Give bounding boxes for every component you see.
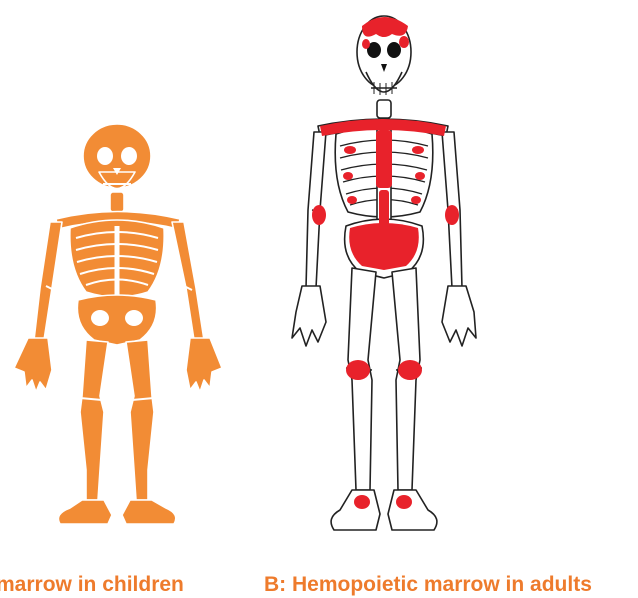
child-hand-left (14, 338, 52, 392)
child-arm-right (172, 222, 204, 340)
marrow-sternum (376, 130, 392, 188)
child-skeleton (14, 124, 222, 524)
marrow-ankle-right (396, 495, 412, 509)
marrow-ankle-left (354, 495, 370, 509)
adult-jaw (366, 72, 402, 92)
marrow-humerus-right (445, 205, 459, 225)
adult-hand-right (442, 286, 476, 346)
caption-children: marrow in children (0, 572, 184, 598)
child-foot-left (58, 500, 112, 524)
caption-adults: B: Hemopoietic marrow in adults (264, 572, 592, 598)
child-leg-left (80, 340, 108, 500)
child-leg-right (126, 340, 154, 500)
marrow-knee-left (346, 360, 370, 380)
marrow-humerus-left (312, 205, 326, 225)
adult-foot-left (331, 490, 380, 530)
marrow-vertebrae (379, 190, 389, 226)
adult-hand-left (292, 286, 326, 346)
adult-eye-right (387, 42, 401, 58)
child-eye-left (97, 147, 113, 165)
marrow-pelvis (349, 223, 419, 270)
child-foot-right (122, 500, 176, 524)
adult-foot-right (388, 490, 437, 530)
adult-skeleton (292, 16, 476, 530)
child-pelvis (77, 295, 156, 345)
child-hand-right (186, 338, 222, 392)
marrow-knee-right (398, 360, 422, 380)
child-arm-left (34, 222, 62, 340)
child-eye-right (121, 147, 137, 165)
marrow-skull (362, 17, 408, 37)
